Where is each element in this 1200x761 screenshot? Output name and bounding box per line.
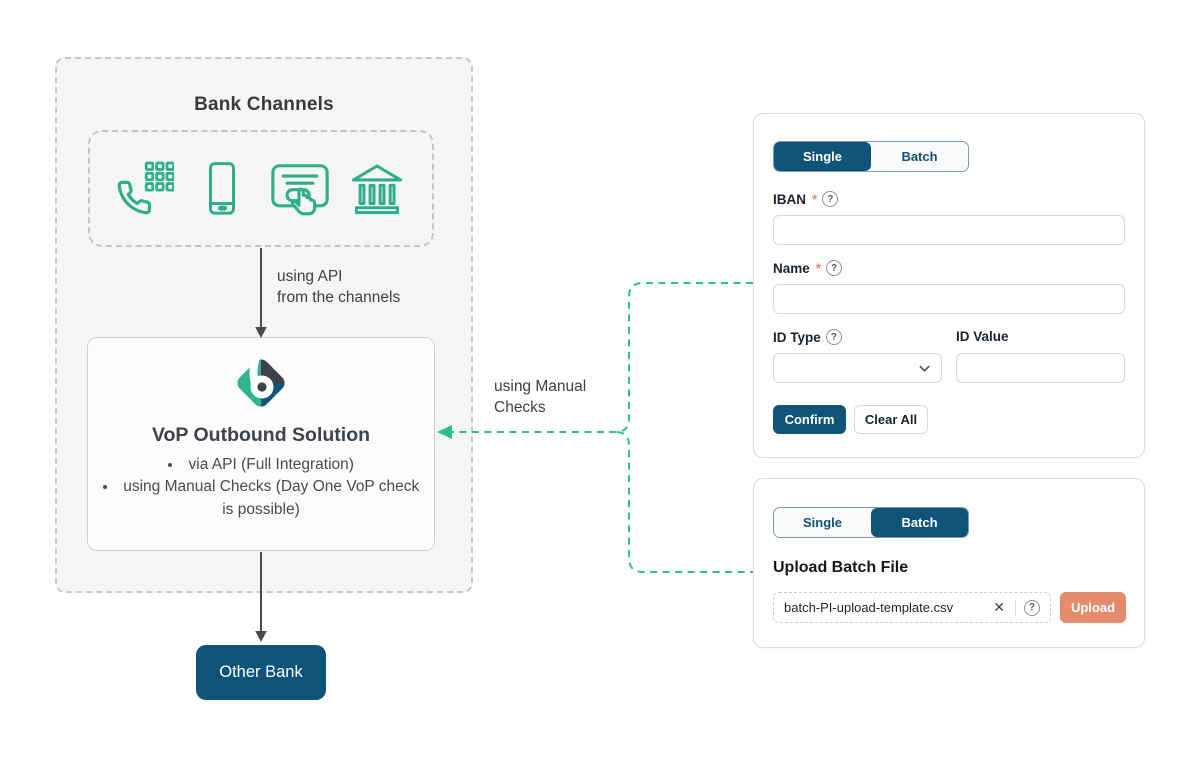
file-help-icon[interactable]: ?: [1024, 599, 1040, 616]
api-flow-label-line1: using API: [277, 268, 343, 285]
iban-required-asterisk: *: [812, 191, 818, 207]
bank-building-icon: [346, 158, 408, 220]
upload-button[interactable]: Upload: [1060, 592, 1126, 623]
tab-single[interactable]: Single: [802, 515, 842, 530]
batch-panel-tab-group: Single Batch: [773, 507, 969, 538]
confirm-button[interactable]: Confirm: [773, 405, 846, 434]
name-input[interactable]: [773, 284, 1125, 314]
api-flow-label: using API from the channels: [277, 266, 400, 309]
batch-upload-panel: Single Batch Upload Batch File batch-PI-…: [753, 478, 1145, 648]
name-label-row: Name * ?: [773, 260, 843, 276]
name-label: Name: [773, 260, 810, 276]
vop-bullet-1: via API (Full Integration): [96, 454, 426, 476]
smartphone-icon: [191, 158, 253, 220]
tab-batch[interactable]: Batch: [871, 508, 968, 537]
id-value-label: ID Value: [956, 329, 1009, 344]
id-type-select[interactable]: [773, 353, 942, 383]
online-banking-icon: [269, 158, 331, 220]
iban-label-row: IBAN * ?: [773, 191, 839, 207]
bank-channels-title: Bank Channels: [194, 94, 334, 115]
iban-label: IBAN: [773, 191, 806, 207]
manual-checks-label-line2: Checks: [494, 399, 546, 417]
id-type-label: ID Type: [773, 329, 821, 345]
manual-checks-label-line1: using Manual: [494, 378, 587, 395]
iban-input[interactable]: [773, 215, 1125, 245]
id-value-input[interactable]: [956, 353, 1125, 383]
name-required-asterisk: *: [815, 260, 822, 276]
iban-help-icon[interactable]: ?: [822, 191, 839, 207]
clear-all-button[interactable]: Clear All: [854, 405, 928, 434]
tab-batch[interactable]: Batch: [901, 149, 938, 164]
chevron-down-icon: [919, 365, 930, 372]
manual-checks-label: using Manual Checks: [494, 376, 586, 419]
id-value-label-row: ID Value: [956, 329, 1009, 344]
single-check-panel: Single Batch IBAN * ? Name * ? ID Type ?…: [753, 113, 1145, 458]
vop-bullet-list: via API (Full Integration) using Manual …: [96, 454, 426, 521]
id-type-label-row: ID Type ?: [773, 329, 842, 345]
phone-keypad-icon: [114, 158, 176, 220]
batch-file-field[interactable]: batch-PI-upload-template.csv ✕ ?: [773, 592, 1051, 623]
api-flow-label-line2: from the channels: [277, 289, 401, 307]
single-panel-tab-group: Single Batch: [773, 141, 969, 172]
other-bank-label: Other Bank: [219, 663, 303, 681]
other-bank-node: Other Bank: [196, 645, 326, 700]
id-type-help-icon[interactable]: ?: [825, 329, 842, 345]
vop-title: VoP Outbound Solution: [151, 424, 371, 446]
vop-outbound-box: VoP Outbound Solution via API (Full Inte…: [87, 337, 435, 551]
file-field-divider: [1015, 599, 1016, 616]
batch-file-name: batch-PI-upload-template.csv: [784, 600, 954, 615]
channel-icons-box: [88, 130, 434, 247]
connector-panels-to-vop: [452, 282, 753, 573]
vop-logo-icon: [237, 355, 288, 410]
tab-single[interactable]: Single: [774, 142, 871, 171]
clear-file-icon[interactable]: ✕: [993, 599, 1005, 615]
name-help-icon[interactable]: ?: [826, 260, 843, 276]
upload-batch-file-heading: Upload Batch File: [773, 559, 909, 576]
vop-bullet-2: using Manual Checks (Day One VoP check i…: [96, 476, 426, 521]
